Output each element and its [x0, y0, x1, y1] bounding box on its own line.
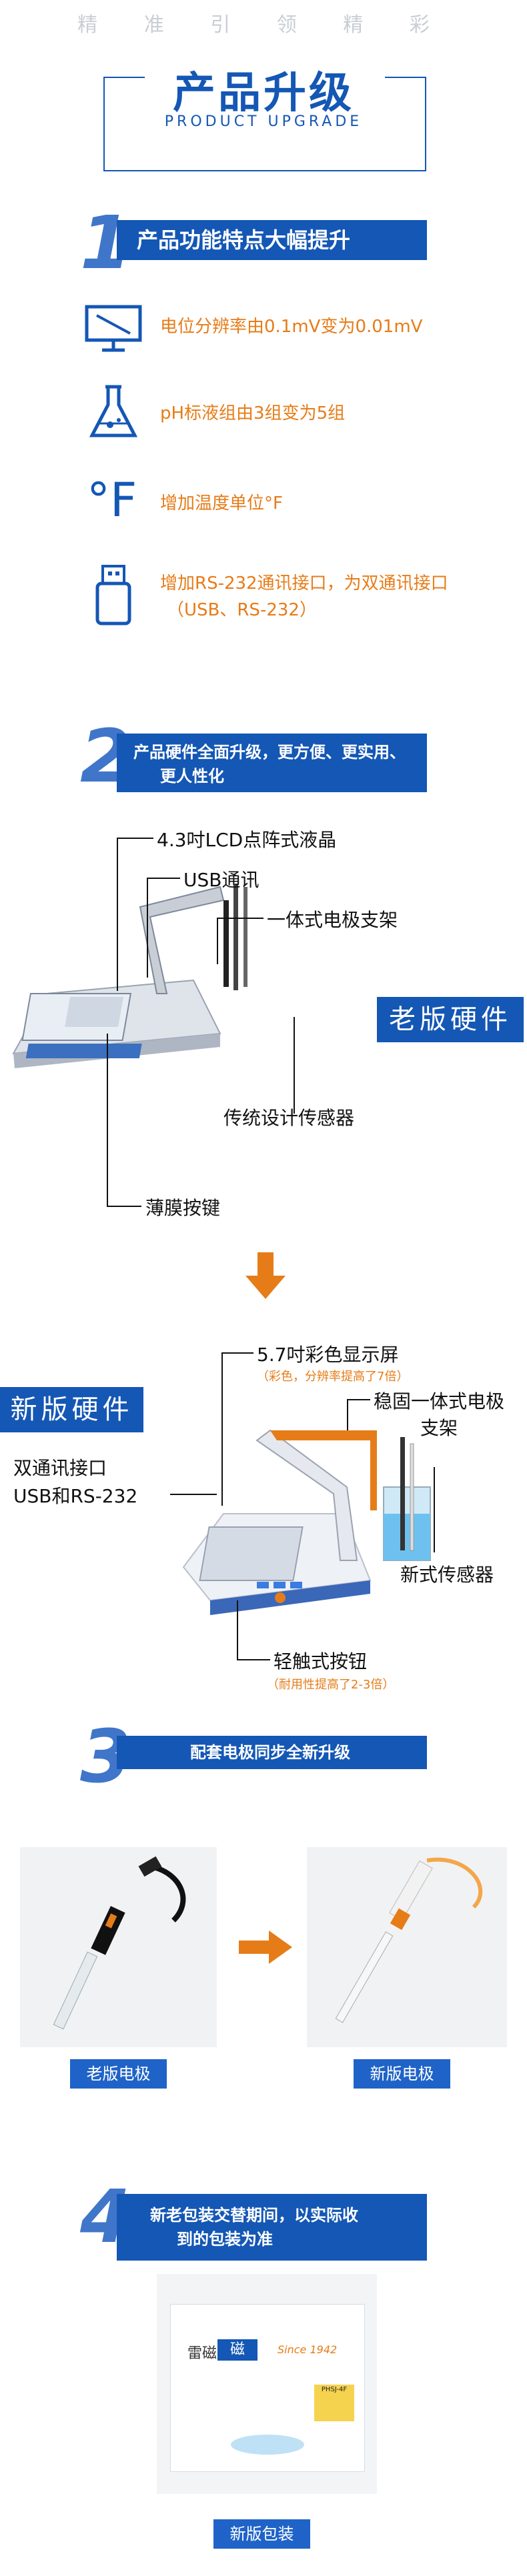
header-frame: [103, 77, 426, 171]
old-label-keys: 薄膜按键: [145, 1197, 221, 1219]
new-label-screen-note: （彩色，分辨率提高了7倍）: [257, 1370, 409, 1384]
feature-4-text-line2: （USB、RS-232）: [167, 600, 317, 620]
feature-3-text: 增加温度单位°F: [160, 493, 283, 513]
new-label-comm-line1: 双通讯接口: [13, 1457, 107, 1479]
package-caption: 新版包装: [213, 2519, 310, 2549]
package-water-drop: [231, 2435, 304, 2455]
new-label-button: 轻触式按钮: [274, 1650, 368, 1672]
new-label-holder-line2: 支架: [420, 1417, 458, 1439]
feature-4-text-line1: 增加RS-232通讯接口，为双通讯接口: [160, 573, 448, 593]
section4-note-line1: 新老包装交替期间，以实际收: [150, 2206, 358, 2225]
section2-title: 产品硬件全面升级，更方便、更实用、 更人性化: [117, 734, 427, 792]
right-arrow-icon: [239, 1930, 292, 1964]
feature-2-text: pH标液组由3组变为5组: [160, 403, 346, 423]
flask-icon: [87, 383, 140, 440]
section4-note-line2: 到的包装为准: [177, 2230, 273, 2249]
package-model-label: PHSJ-4F: [314, 2385, 354, 2421]
monitor-icon: [83, 303, 143, 353]
fahrenheit-icon: °F: [87, 473, 137, 527]
package-brand-logo: 磁: [217, 2339, 257, 2361]
old-label-usb: USB通讯: [183, 869, 259, 891]
section1-title: 产品功能特点大幅提升: [117, 220, 427, 260]
new-label-screen: 5.7吋彩色显示屏: [257, 1344, 399, 1366]
old-meter-image: [7, 827, 294, 1107]
down-arrow-icon: [245, 1252, 286, 1299]
old-electrode-caption: 老版电极: [70, 2059, 167, 2089]
new-electrode-caption: 新版电极: [354, 2059, 450, 2089]
page-title: 产品升级: [173, 69, 354, 118]
old-electrode-image: [20, 1847, 217, 2047]
package-box: 雷磁 磁 Since 1942 PHSJ-4F: [170, 2304, 365, 2472]
old-label-lcd: 4.3吋LCD点阵式液晶: [157, 829, 337, 851]
section3-title: 配套电极同步全新升级: [117, 1736, 427, 1769]
new-label-sensor: 新式传感器: [400, 1564, 494, 1586]
package-script: Since 1942: [278, 2343, 338, 2356]
new-package-image: 雷磁 磁 Since 1942 PHSJ-4F: [157, 2274, 377, 2494]
new-label-holder-line1: 稳固一体式电极: [374, 1390, 505, 1412]
new-label-button-note: （耐用性提高了2-3倍）: [267, 1678, 395, 1692]
old-label-holder: 一体式电极支架: [267, 909, 398, 931]
new-electrode-image: [307, 1847, 507, 2047]
new-label-comm-line2: USB和RS-232: [13, 1485, 138, 1507]
package-brand-mark: 雷磁: [187, 2345, 217, 2362]
feature-1-text: 电位分辨率由0.1mV变为0.01mV: [160, 317, 423, 337]
old-hardware-badge: 老版硬件: [377, 997, 524, 1042]
section2-title-line1: 产品硬件全面升级，更方便、更实用、: [133, 743, 406, 762]
old-label-sensor: 传统设计传感器: [223, 1107, 355, 1129]
section2-title-line2: 更人性化: [160, 767, 224, 786]
page-subtitle: PRODUCT UPGRADE: [164, 113, 363, 130]
tagline: 精 准 引 领 精 彩: [77, 13, 450, 37]
section4-note: 新老包装交替期间，以实际收 到的包装为准: [117, 2194, 427, 2261]
usb-icon: [93, 563, 133, 627]
new-meter-image: [170, 1427, 484, 1634]
new-hardware-badge: 新版硬件: [0, 1387, 143, 1432]
